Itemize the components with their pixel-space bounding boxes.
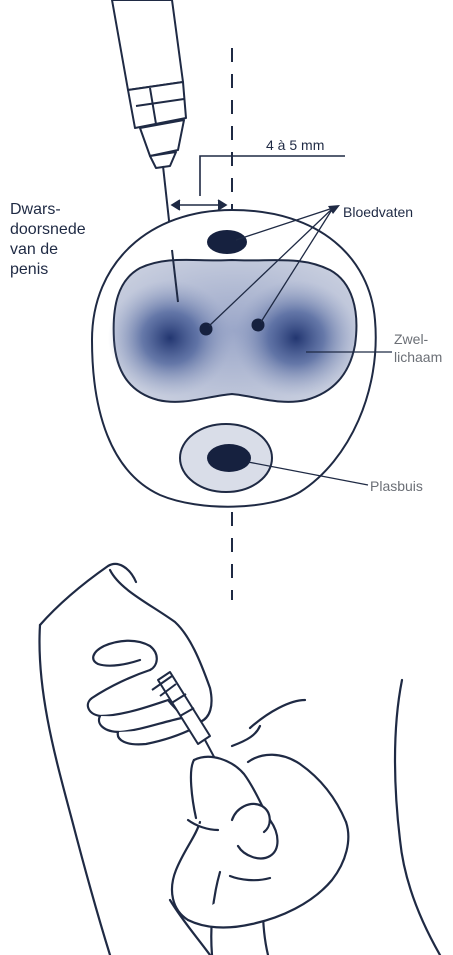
label-erectile-body-line: lichaam bbox=[394, 349, 442, 365]
label-erectile-body: Zwel- lichaam bbox=[394, 331, 442, 365]
distance-label: 4 à 5 mm bbox=[266, 137, 324, 153]
dorsal-blood-vessel bbox=[207, 230, 247, 254]
label-blood-vessels: Bloedvaten bbox=[343, 204, 413, 220]
label-urethra: Plasbuis bbox=[370, 478, 423, 494]
erectile-shading-left bbox=[108, 280, 232, 396]
cross-section-label-line: van de bbox=[10, 241, 58, 258]
right-hand-icon bbox=[172, 755, 348, 928]
distance-bracket bbox=[172, 156, 345, 210]
cross-section-label-line: penis bbox=[10, 261, 48, 278]
cross-section-label-line: doorsnede bbox=[10, 221, 86, 238]
syringe-top-icon bbox=[112, 0, 186, 168]
cross-section-label: Dwars- doorsnede van de penis bbox=[10, 201, 90, 278]
label-erectile-body-line: Zwel- bbox=[394, 331, 429, 347]
urethra bbox=[207, 444, 251, 472]
cross-section-label-line: Dwars- bbox=[10, 201, 61, 218]
erectile-shading-right bbox=[234, 280, 358, 396]
